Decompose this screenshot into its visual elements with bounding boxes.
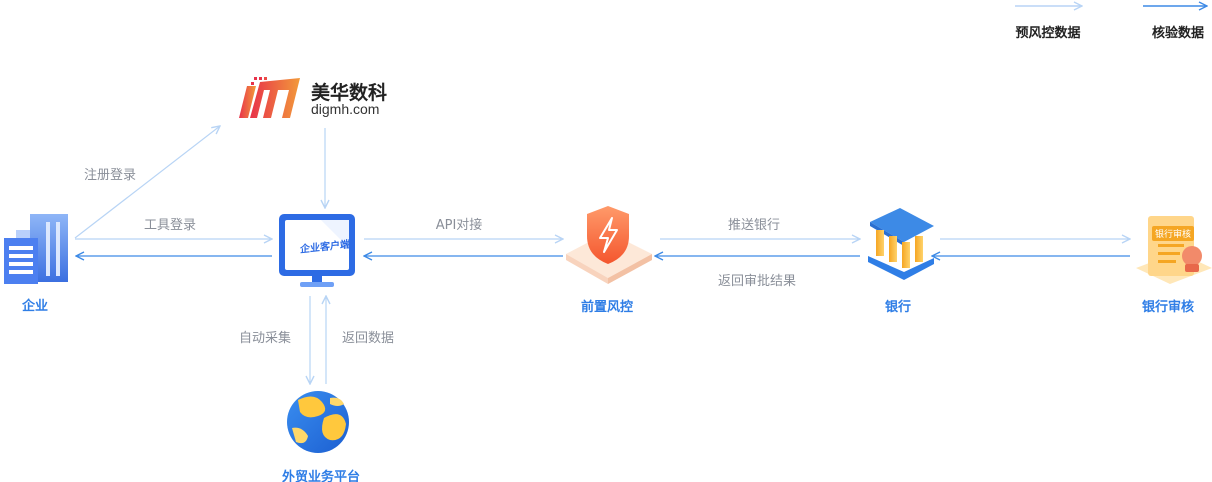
edge-label-return-result: 返回审批结果: [717, 274, 797, 289]
edge-label-tool-login: 工具登录: [143, 218, 197, 233]
enterprise-building-icon: [4, 214, 68, 284]
edge-label-return-data: 返回数据: [341, 331, 395, 346]
node-label-trade-platform: 外贸业务平台: [281, 470, 361, 482]
bank-icon: [868, 208, 934, 280]
logo-url: digmh.com: [311, 101, 380, 117]
client-monitor-icon: [279, 214, 355, 287]
logo-name: 美华数科: [311, 82, 388, 104]
node-label-pre-risk-control: 前置风控: [580, 300, 634, 315]
edge-label-register-login: 注册登录: [83, 168, 137, 183]
bank-review-doc-header: 银行审核: [1152, 226, 1195, 241]
arrow-register-login: [74, 126, 220, 239]
node-label-bank-review: 银行审核: [1141, 300, 1195, 315]
trade-platform-globe-icon: [287, 391, 349, 453]
edge-label-push-bank: 推送银行: [727, 218, 781, 233]
legend-pre-risk-label: 预风控数据: [1015, 26, 1081, 41]
edge-label-auto-collect: 自动采集: [238, 331, 292, 346]
risk-shield-icon: [566, 206, 652, 284]
legend-verify-label: 核验数据: [1151, 26, 1205, 41]
edge-label-api-connect: API对接: [435, 218, 483, 233]
meihua-logo-icon: [239, 77, 300, 118]
node-label-enterprise: 企业: [21, 299, 49, 314]
node-label-bank: 银行: [884, 300, 912, 315]
